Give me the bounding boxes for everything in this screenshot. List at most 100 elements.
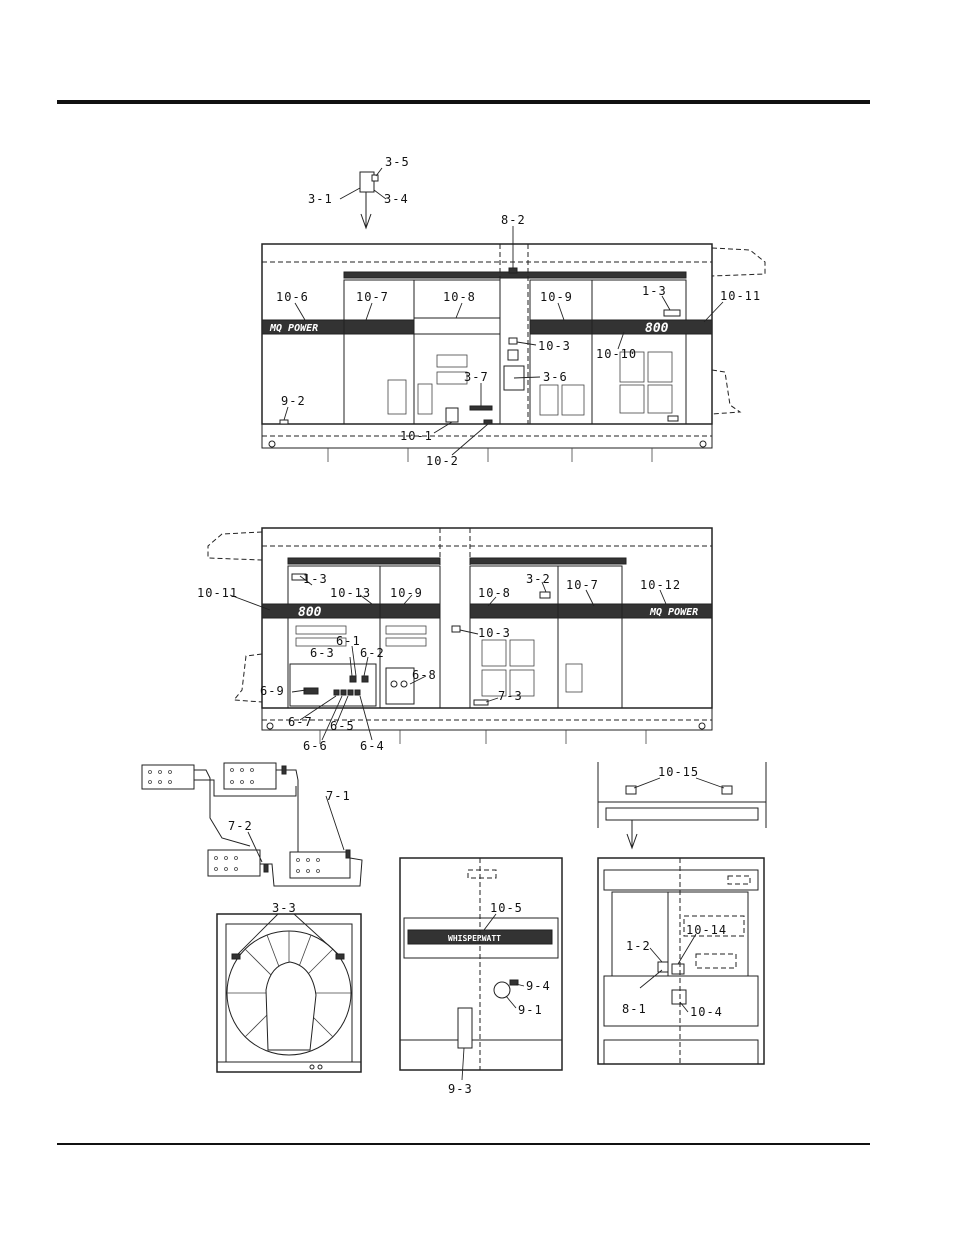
wire-2 (276, 770, 298, 852)
label-6-6: 6-6 (303, 739, 328, 753)
wire-lug-2 (346, 850, 350, 858)
part-9-3 (458, 1008, 472, 1048)
label-10-3: 10-3 (538, 339, 571, 353)
part-10-3-b (452, 626, 460, 632)
label-9-3: 9-3 (448, 1082, 473, 1096)
brand-decal-bottom: MQ POWER (649, 607, 698, 618)
front-decal: WHISPERWATT (448, 934, 501, 943)
stripe-10-7-b (558, 604, 622, 618)
tab-right (668, 416, 678, 421)
label-3-7: 3-7 (464, 370, 489, 384)
label-10-3-b: 10-3 (478, 626, 511, 640)
part-9-2 (280, 420, 288, 424)
leader-7-1 (326, 796, 344, 850)
exhaust-hood (712, 248, 765, 276)
front-enclosure (400, 858, 562, 1070)
rear-bumper (712, 370, 740, 414)
model-decal-bottom: 800 (298, 605, 322, 620)
label-3-3: 3-3 (272, 901, 297, 915)
label-10-1: 10-1 (400, 429, 433, 443)
label-8-2: 8-2 (501, 213, 526, 227)
radiator-base (217, 1062, 361, 1072)
roof-rail-b2 (470, 558, 626, 564)
terminal-block-2 (224, 763, 276, 789)
part-10-1 (446, 408, 458, 422)
part-3-3-left (232, 954, 240, 959)
part-6-8-panel (386, 668, 414, 704)
lift-hole-b-left (267, 723, 273, 729)
label-3-4: 3-4 (384, 192, 409, 206)
roof-rail-detail (606, 808, 758, 820)
leader-10-5 (484, 914, 496, 930)
exhaust-hood-b (208, 532, 262, 560)
label-10-13: 10-13 (330, 586, 371, 600)
part-3-7 (470, 406, 492, 410)
label-6-5: 6-5 (330, 719, 355, 733)
label-7-1: 7-1 (326, 789, 351, 803)
label-10-4: 10-4 (690, 1005, 723, 1019)
part-10-4 (672, 990, 686, 1004)
label-1-3: 1-3 (642, 284, 667, 298)
side-view-bottom: 800 MQ POWER (208, 528, 712, 744)
terminal-block-1 (142, 765, 194, 789)
part-8-2 (509, 268, 517, 273)
part-10-15-right (722, 786, 732, 794)
part-box (508, 350, 518, 360)
stripe-10-7 (344, 320, 414, 334)
label-6-4: 6-4 (360, 739, 385, 753)
leader-9-3 (462, 1048, 464, 1080)
label-6-2: 6-2 (360, 646, 385, 660)
part-10-3 (509, 338, 517, 344)
lift-hole-left (269, 441, 275, 447)
rear-panel-lower (696, 954, 736, 968)
ground-ticks-top (328, 448, 652, 462)
leader-10-14 (678, 934, 696, 964)
label-10-9: 10-9 (540, 290, 573, 304)
label-10-7-b: 10-7 (566, 578, 599, 592)
label-6-3: 6-3 (310, 646, 335, 660)
part-1-3 (664, 310, 680, 316)
stripe-10-8-b (470, 604, 558, 618)
label-3-6: 3-6 (543, 370, 568, 384)
label-10-14: 10-14 (686, 923, 727, 937)
part-10-2 (484, 420, 492, 424)
model-decal-top: 800 (645, 321, 669, 336)
part-3-2 (540, 592, 550, 598)
stripe-10-9 (530, 320, 592, 334)
label-10-5: 10-5 (490, 901, 523, 915)
label-9-4: 9-4 (526, 979, 551, 993)
label-10-11: 10-11 (720, 289, 761, 303)
part-1-2 (658, 962, 668, 972)
label-10-8: 10-8 (443, 290, 476, 304)
leader-1-2 (650, 948, 662, 962)
wire-lug-1 (282, 766, 286, 774)
terminal-block-4 (290, 852, 350, 878)
fuel-cap (494, 982, 510, 998)
control-panel (290, 664, 376, 706)
drain-plug-1 (310, 1065, 314, 1069)
label-3-5: 3-5 (385, 155, 410, 169)
drain-plug-2 (318, 1065, 322, 1069)
rear-base (604, 1040, 758, 1064)
label-10-6: 10-6 (276, 290, 309, 304)
leader-lines-top (284, 168, 723, 455)
label-10-9-b: 10-9 (390, 586, 423, 600)
label-1-3-b: 1-3 (303, 572, 328, 586)
lift-hole-b-right (699, 723, 705, 729)
label-3-1: 3-1 (308, 192, 333, 206)
label-10-15: 10-15 (658, 765, 699, 779)
leader-10-15-a (634, 778, 660, 788)
rear-top-band (604, 870, 758, 890)
stripe-10-9-b (380, 604, 440, 618)
leader-10-15-b (696, 778, 724, 788)
part-10-14 (672, 964, 684, 974)
wire-lug-3 (264, 864, 268, 872)
leader-9-1 (506, 996, 516, 1008)
label-10-2: 10-2 (426, 454, 459, 468)
label-10-7: 10-7 (356, 290, 389, 304)
leader-8-1 (640, 970, 662, 988)
front-bumper-b (234, 654, 262, 702)
part-7-3 (474, 700, 488, 705)
leader-3-3-b (294, 914, 338, 954)
lift-hole-right (700, 441, 706, 447)
